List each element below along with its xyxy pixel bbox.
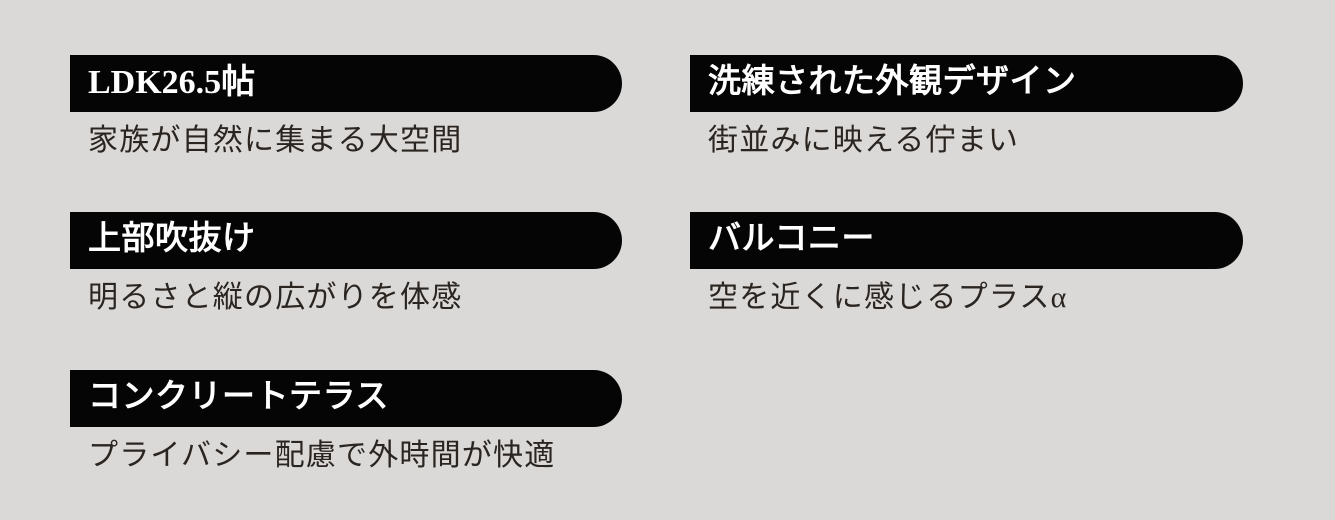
feature-item: 上部吹抜け 明るさと縦の広がりを体感 — [70, 212, 622, 316]
feature-subtitle: プライバシー配慮で外時間が快適 — [88, 439, 556, 472]
feature-subtitle: 街並みに映える佇まい — [708, 124, 1020, 157]
feature-item: 洗練された外観デザイン 街並みに映える佇まい — [690, 55, 1243, 159]
feature-item: コンクリートテラス プライバシー配慮で外時間が快適 — [70, 370, 622, 474]
feature-title: LDK26.5帖 — [88, 63, 256, 101]
feature-subtitle: 空を近くに感じるプラスα — [708, 281, 1068, 314]
feature-title-bar: コンクリートテラス — [70, 370, 622, 427]
feature-item: バルコニー 空を近くに感じるプラスα — [690, 212, 1243, 316]
feature-title: コンクリートテラス — [88, 379, 389, 415]
feature-title-bar: バルコニー — [690, 212, 1243, 269]
feature-title: 上部吹抜け — [88, 221, 256, 257]
feature-subtitle: 家族が自然に集まる大空間 — [88, 124, 463, 157]
feature-title: バルコニー — [708, 221, 875, 257]
feature-subtitle: 明るさと縦の広がりを体感 — [88, 281, 463, 314]
feature-title: 洗練された外観デザイン — [708, 64, 1077, 100]
feature-title-bar: 洗練された外観デザイン — [690, 55, 1243, 112]
feature-title-bar: LDK26.5帖 — [70, 55, 622, 112]
feature-item: LDK26.5帖 家族が自然に集まる大空間 — [70, 55, 622, 159]
feature-title-bar: 上部吹抜け — [70, 212, 622, 269]
